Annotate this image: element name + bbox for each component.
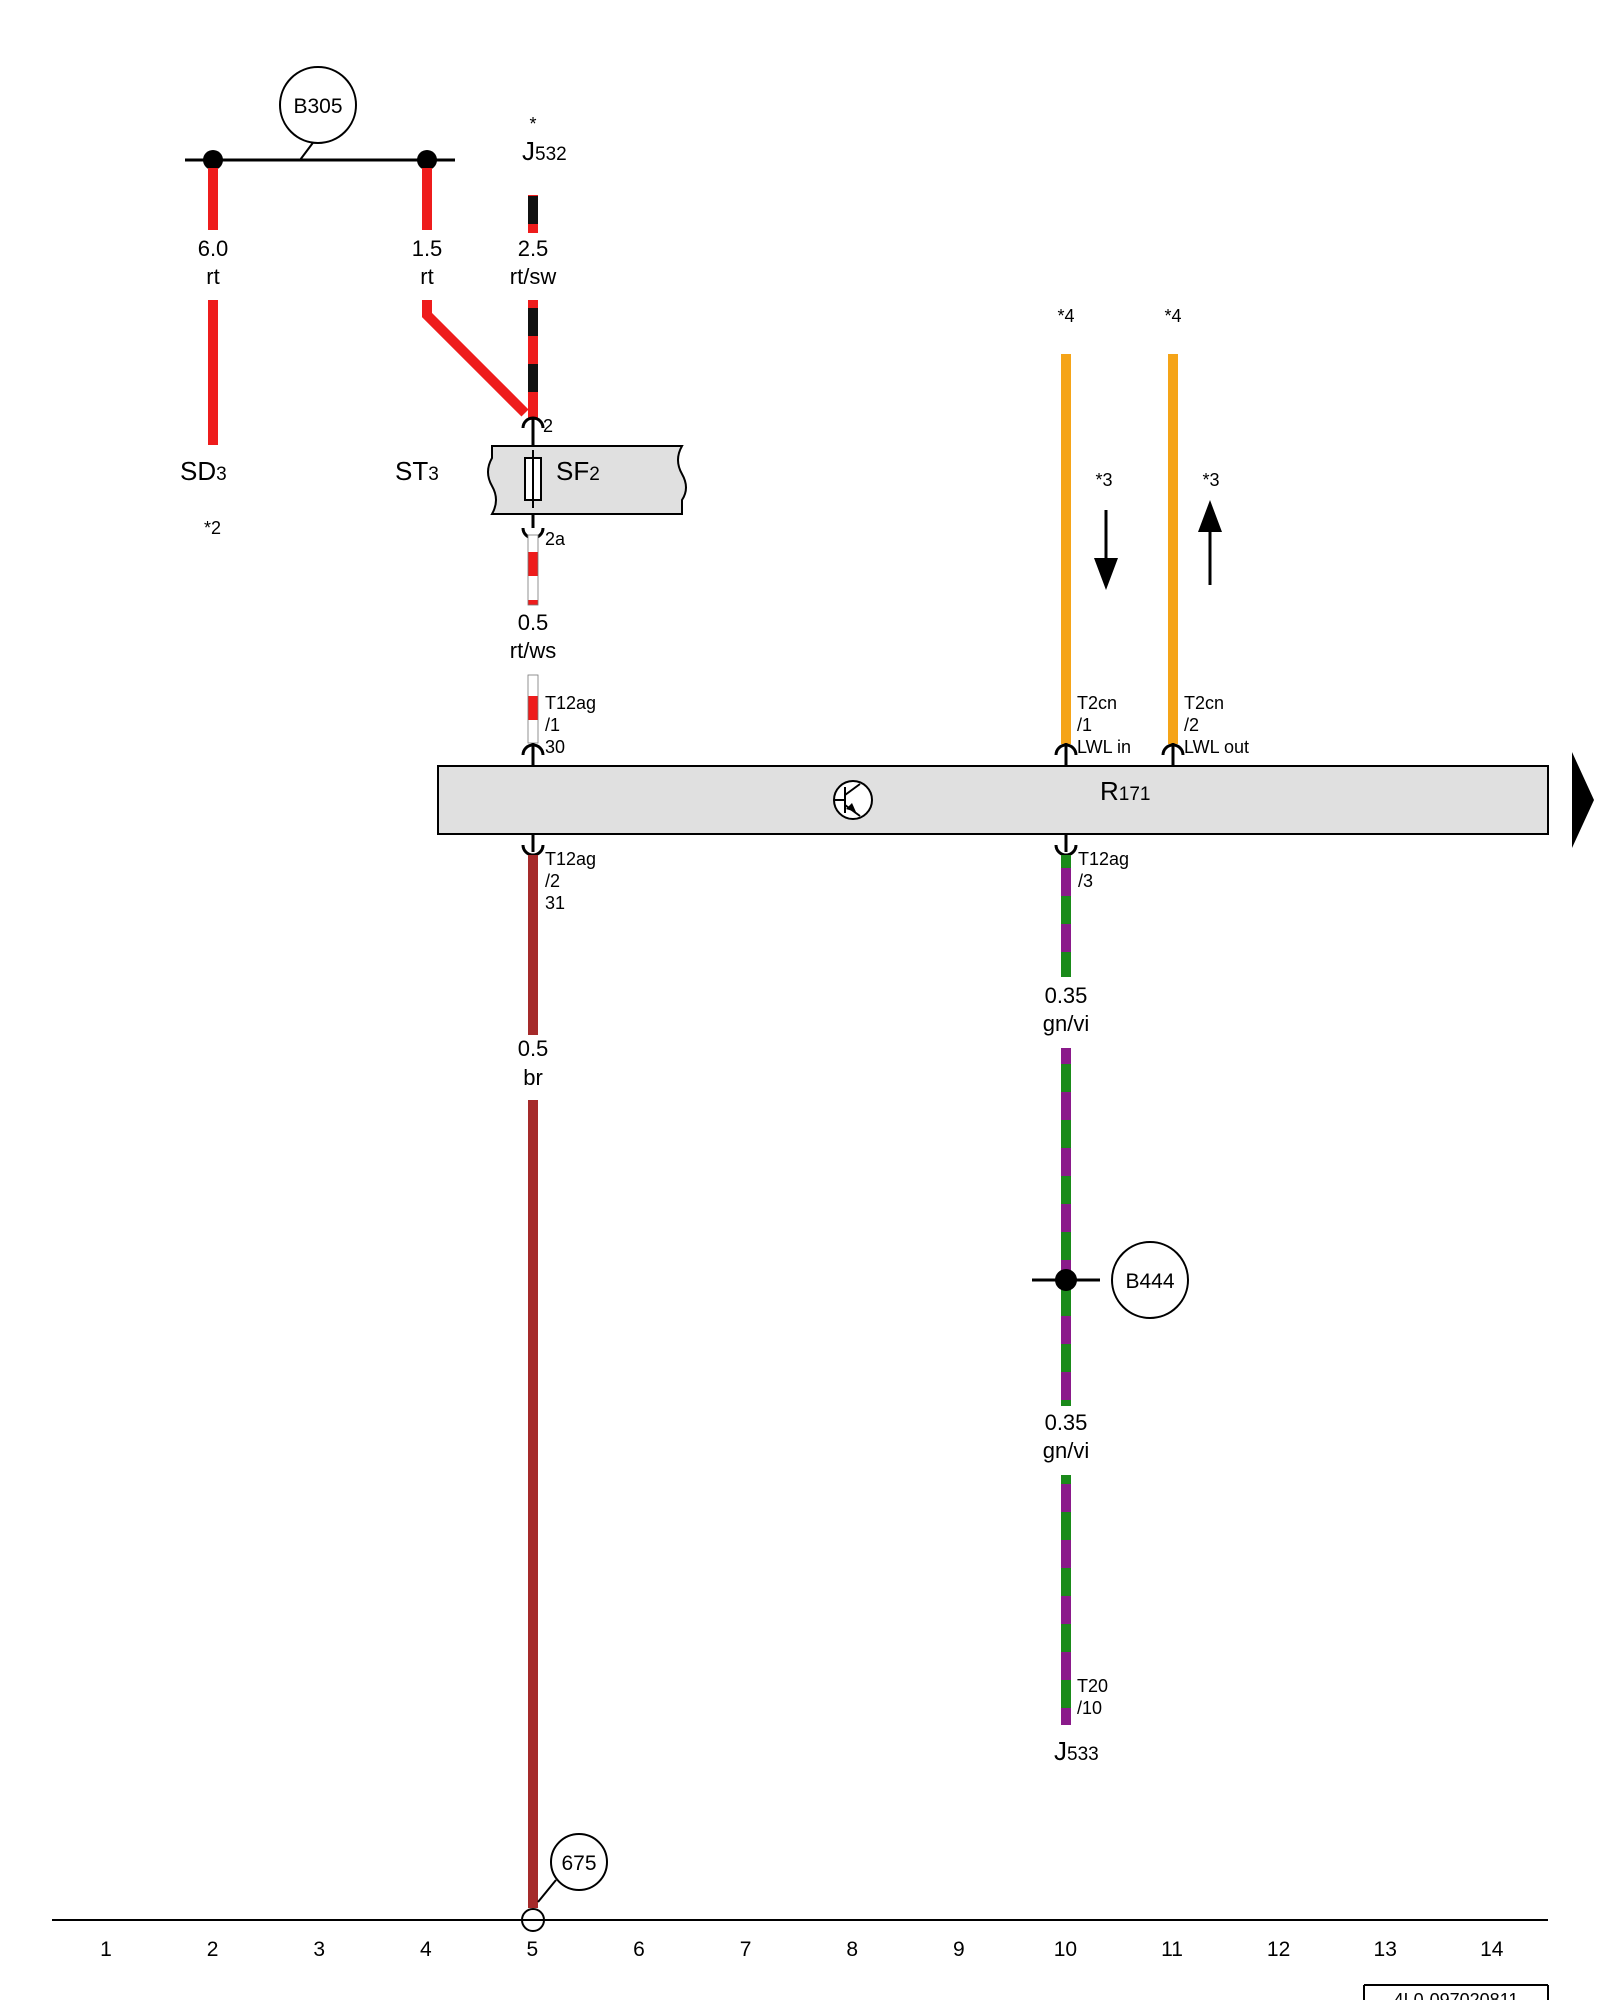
pin-t12ag-2-a: T12ag <box>545 849 596 869</box>
wire-ground-upper[interactable] <box>528 855 538 1035</box>
ground-675-label: 675 <box>561 1852 596 1875</box>
arrow-down-icon <box>1094 510 1118 590</box>
r171-label: R171 <box>1100 776 1150 806</box>
wire-ground-color: br <box>523 1065 543 1090</box>
wire-ground-size: 0.5 <box>518 1036 549 1061</box>
wire-gnvi-upper-color: gn/vi <box>1043 1011 1089 1036</box>
pin-t2cn-2-a: T2cn <box>1184 693 1224 713</box>
grid-number: 12 <box>1267 1938 1290 1961</box>
grid-number: 14 <box>1480 1938 1504 1961</box>
pin-t12ag-1-a: T12ag <box>545 693 596 713</box>
sf2-out-pin: 2a <box>545 529 566 549</box>
sd3-label: SD3 <box>180 456 227 486</box>
continue-right-arrow-icon[interactable] <box>1572 752 1594 848</box>
wire-gnvi-upper-size: 0.35 <box>1045 983 1088 1008</box>
document-id: 4L0-097020811 <box>1394 1990 1519 2000</box>
grid-number: 7 <box>740 1938 752 1961</box>
pin-t2cn-2-c: LWL out <box>1184 737 1249 757</box>
grid-number: 10 <box>1054 1938 1077 1961</box>
grid-number: 9 <box>953 1938 965 1961</box>
b305-label-circle <box>279 66 357 144</box>
grid-number: 3 <box>313 1938 325 1961</box>
j532-mark: * <box>529 114 536 134</box>
pin-t12ag-2-b: /2 <box>545 871 560 891</box>
pin-t20-10-b: /10 <box>1077 1698 1102 1718</box>
pin-t2cn-1-b: /1 <box>1077 715 1092 735</box>
transistor-icon <box>833 780 873 820</box>
wire-rtws-color: rt/ws <box>510 638 556 663</box>
wire-j532-color: rt/sw <box>510 264 557 289</box>
wire-sd3-size: 6.0 <box>198 236 229 261</box>
sf2-in-pin: 2 <box>543 416 553 436</box>
grid-number: 11 <box>1161 1938 1183 1961</box>
grid-number: 8 <box>846 1938 858 1961</box>
wire-gnvi-2[interactable] <box>1061 1048 1071 1406</box>
b444-node[interactable] <box>1055 1269 1077 1291</box>
wire-st3-color: rt <box>420 264 433 289</box>
j532-label: J532 <box>522 136 567 166</box>
footnote-3-right: *3 <box>1202 470 1219 490</box>
footnote-4-left: *4 <box>1057 306 1074 326</box>
b444-label-circle <box>1111 1241 1189 1319</box>
fiber-lwl-out[interactable] <box>1168 354 1178 744</box>
wire-st3-upper[interactable] <box>422 168 432 230</box>
b305-label: B305 <box>293 95 342 118</box>
grid-number: 6 <box>633 1938 645 1961</box>
wire-rtws-lower[interactable] <box>527 674 539 744</box>
pin-t2cn-1-c: LWL in <box>1077 737 1131 757</box>
st3-label: ST3 <box>395 456 439 486</box>
wire-sd3-upper[interactable] <box>208 168 218 230</box>
footnote-2: *2 <box>204 518 221 538</box>
wire-sd3-lower[interactable] <box>208 300 218 445</box>
grid-number: 5 <box>527 1938 539 1961</box>
wire-gnvi-1[interactable] <box>1061 855 1071 977</box>
grid-number: 4 <box>420 1938 432 1961</box>
wire-j532-upper[interactable] <box>528 195 538 233</box>
footnote-4-right: *4 <box>1164 306 1181 326</box>
pin-t12ag-1-b: /1 <box>545 715 560 735</box>
pin-t2cn-1-a: T2cn <box>1077 693 1117 713</box>
ground-675-leader <box>537 1879 557 1903</box>
grid-number: 2 <box>207 1938 219 1961</box>
b444-label: B444 <box>1125 1270 1174 1293</box>
pin-t20-10-a: T20 <box>1077 1676 1108 1696</box>
wire-sd3-color: rt <box>206 264 219 289</box>
arrow-up-icon <box>1198 500 1222 585</box>
sf2-label: SF2 <box>556 456 600 486</box>
wire-st3-diagonal[interactable] <box>422 300 529 417</box>
pin-t12ag-2-c: 31 <box>545 893 565 913</box>
r171-box[interactable] <box>437 765 1549 835</box>
wire-j532-lower[interactable] <box>528 300 538 420</box>
grid-number: 1 <box>100 1938 112 1961</box>
pin-t12ag-1-c: 30 <box>545 737 565 757</box>
pin-t2cn-2-b: /2 <box>1184 715 1199 735</box>
pin-t12ag-3-a: T12ag <box>1078 849 1129 869</box>
wire-rtws-upper[interactable] <box>527 534 539 606</box>
wire-ground-lower[interactable] <box>528 1100 538 1908</box>
footnote-3-left: *3 <box>1095 470 1112 490</box>
b305-node-right <box>417 150 437 170</box>
fiber-lwl-in[interactable] <box>1061 354 1071 744</box>
wire-gnvi-lower-size: 0.35 <box>1045 1410 1088 1435</box>
wire-st3-size: 1.5 <box>412 236 443 261</box>
wire-gnvi-3[interactable] <box>1061 1475 1071 1725</box>
pin-t12ag-3-b: /3 <box>1078 871 1093 891</box>
j533-label: J533 <box>1054 1736 1099 1766</box>
b305-node-left <box>203 150 223 170</box>
wire-j532-size: 2.5 <box>518 236 549 261</box>
grid-number: 13 <box>1374 1938 1397 1961</box>
wire-rtws-size: 0.5 <box>518 610 549 635</box>
ground-675-circle <box>550 1833 608 1891</box>
wire-gnvi-lower-color: gn/vi <box>1043 1438 1089 1463</box>
